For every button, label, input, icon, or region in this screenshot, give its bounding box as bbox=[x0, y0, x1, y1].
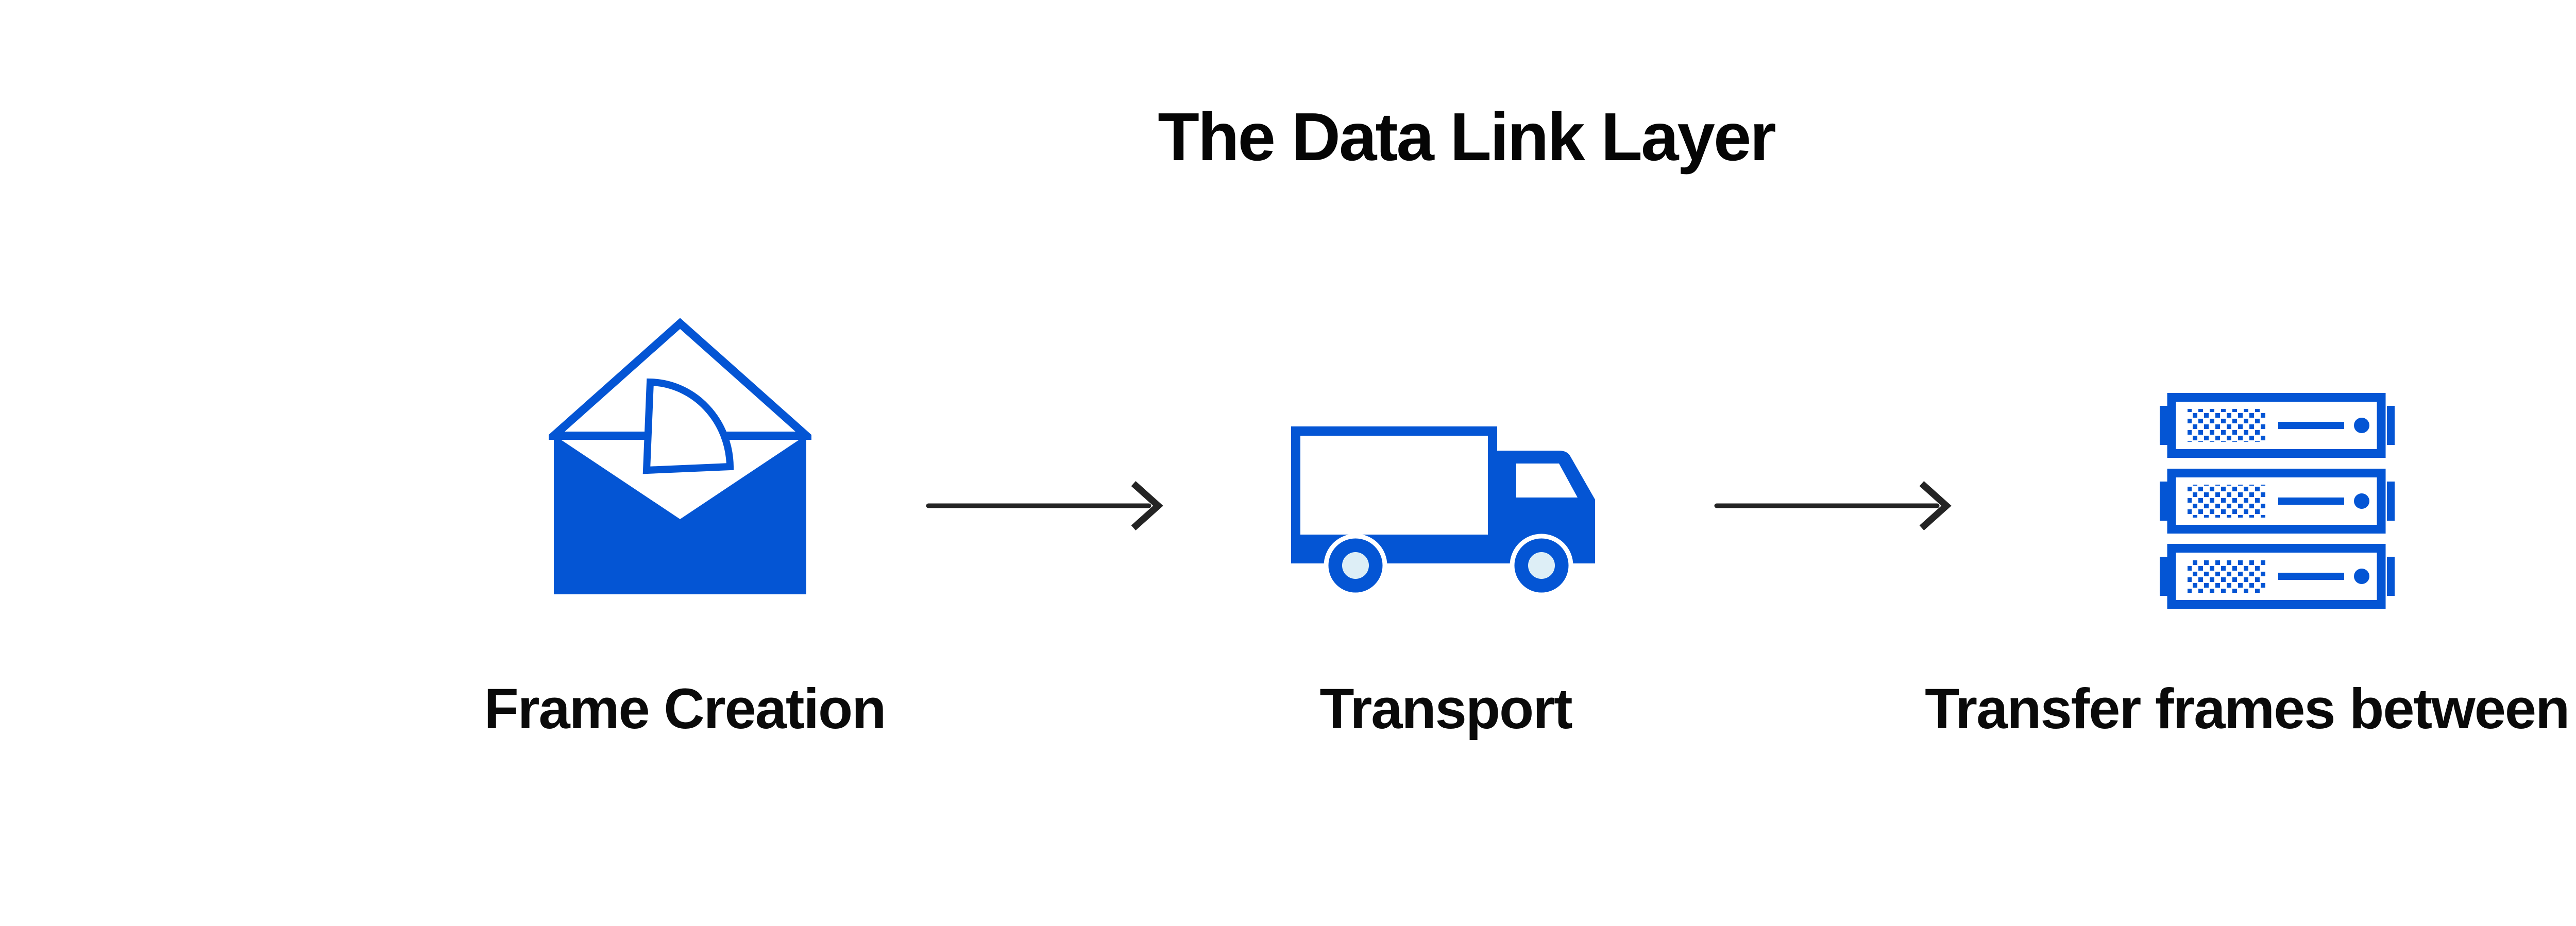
arrow-head bbox=[1131, 481, 1163, 530]
step-label-frame-creation: Frame Creation bbox=[484, 677, 887, 741]
truck-rear-wheel-hub bbox=[1342, 552, 1369, 579]
server-rack-stack-icon bbox=[2159, 390, 2396, 611]
document-sheet bbox=[642, 378, 734, 474]
arrow-right-icon bbox=[922, 476, 1170, 536]
server-vent-dots bbox=[2188, 560, 2266, 593]
server-power-led bbox=[2354, 493, 2369, 509]
step-label-transport: Transport bbox=[1319, 677, 1572, 741]
server-left-flange bbox=[2160, 557, 2167, 596]
delivery-truck-icon bbox=[1287, 421, 1602, 599]
envelope-open-document-icon-svg bbox=[549, 318, 811, 594]
server-right-flange bbox=[2387, 482, 2395, 521]
server-slot-bar bbox=[2278, 498, 2344, 505]
step-label-transfer-frames: Transfer frames between net bbox=[1925, 677, 2576, 741]
server-unit-3 bbox=[2160, 544, 2395, 609]
arrow-right-icon bbox=[1710, 476, 1958, 536]
server-slot-bar bbox=[2278, 422, 2344, 429]
server-left-flange bbox=[2160, 406, 2167, 445]
server-vent-dots bbox=[2188, 485, 2266, 518]
truck-cargo-box bbox=[1291, 426, 1497, 544]
server-slot-bar bbox=[2278, 573, 2344, 580]
server-right-flange bbox=[2387, 557, 2395, 596]
server-right-flange bbox=[2387, 406, 2395, 445]
envelope-open-document-icon bbox=[549, 318, 811, 599]
arrow-right-icon-svg bbox=[926, 481, 1163, 530]
server-left-flange bbox=[2160, 482, 2167, 521]
server-unit-1 bbox=[2160, 393, 2395, 458]
server-power-led bbox=[2354, 569, 2369, 584]
arrow-head bbox=[1919, 481, 1952, 530]
server-unit-2 bbox=[2160, 469, 2395, 534]
server-vent-dots bbox=[2188, 409, 2266, 442]
page-title: The Data Link Layer bbox=[1158, 99, 1776, 175]
envelope-inner-notch bbox=[561, 440, 799, 519]
truck-window bbox=[1516, 464, 1578, 498]
server-power-led bbox=[2354, 418, 2369, 433]
arrow-right-icon-svg bbox=[1714, 481, 1952, 530]
server-rack-stack-icon-svg bbox=[2160, 393, 2395, 609]
delivery-truck-icon-svg bbox=[1291, 426, 1595, 597]
truck-front-wheel-hub bbox=[1528, 552, 1555, 579]
